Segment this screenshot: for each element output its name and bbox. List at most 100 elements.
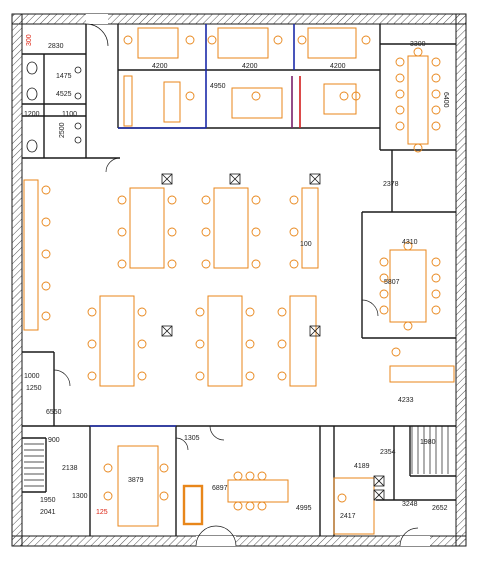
column-marker <box>309 173 321 185</box>
chair <box>195 307 205 317</box>
chair <box>297 35 307 45</box>
chair <box>117 195 127 205</box>
dim-1475: 1475 <box>56 73 72 80</box>
chair <box>87 307 97 317</box>
dim-125: 125 <box>96 509 108 516</box>
column-marker <box>229 173 241 185</box>
furniture <box>23 27 455 535</box>
chair <box>137 339 147 349</box>
dim-1200: 1200 <box>24 111 40 118</box>
column-marker <box>373 489 385 501</box>
chair <box>257 501 267 511</box>
chair <box>289 227 299 237</box>
dim-2830: 2830 <box>48 43 64 50</box>
chair <box>257 471 267 481</box>
dim-4525: 4525 <box>56 91 72 98</box>
chair <box>245 471 255 481</box>
chair <box>195 339 205 349</box>
dim-4200-c: 4200 <box>330 63 346 70</box>
dim-6550: 6550 <box>46 409 62 416</box>
chair <box>207 35 217 45</box>
chair <box>289 195 299 205</box>
chair <box>167 195 177 205</box>
dimension-labels: 300 2830 1475 4525 1200 1100 2500 4200 4… <box>24 34 449 520</box>
chair <box>379 273 389 283</box>
colored-partitions <box>90 24 301 427</box>
dim-2652: 2652 <box>432 505 448 512</box>
chair <box>277 371 287 381</box>
dim-4189: 4189 <box>354 463 370 470</box>
chair <box>185 35 195 45</box>
dim-1100: 1100 <box>62 111 77 118</box>
chair <box>413 143 423 153</box>
chair <box>379 257 389 267</box>
chair <box>251 91 261 101</box>
chair <box>41 249 51 259</box>
chair <box>431 289 441 299</box>
chair <box>87 371 97 381</box>
chair <box>431 121 441 131</box>
dim-4950: 4950 <box>210 83 226 90</box>
chair <box>431 273 441 283</box>
dim-2041: 2041 <box>40 509 56 516</box>
chair <box>251 195 261 205</box>
chair <box>117 227 127 237</box>
dim-5807: 5807 <box>384 279 400 286</box>
chair <box>41 311 51 321</box>
chair <box>103 491 113 501</box>
chair <box>403 321 413 331</box>
chair <box>201 227 211 237</box>
chair <box>233 501 243 511</box>
dim-2500: 2500 <box>59 122 66 138</box>
chair <box>395 105 405 115</box>
dim-4200-b: 4200 <box>242 63 258 70</box>
chair <box>87 339 97 349</box>
chair <box>245 307 255 317</box>
chair <box>431 305 441 315</box>
chair <box>185 91 195 101</box>
chair <box>233 471 243 481</box>
column-marker <box>373 475 385 487</box>
dim-300: 300 <box>26 34 33 46</box>
chair <box>413 47 423 57</box>
chair <box>289 259 299 269</box>
chair <box>117 259 127 269</box>
chair <box>395 73 405 83</box>
chair <box>395 89 405 99</box>
dim-4233: 4233 <box>398 397 414 404</box>
column-marker <box>309 325 321 337</box>
dim-2378: 2378 <box>383 181 399 188</box>
chair <box>159 491 169 501</box>
dim-4200-a: 4200 <box>152 63 168 70</box>
toilet-fixtures <box>26 61 82 153</box>
chair <box>201 195 211 205</box>
dim-100: 100 <box>300 241 312 248</box>
dim-1250: 1250 <box>26 385 42 392</box>
structural-columns <box>161 173 385 501</box>
chairs <box>41 35 441 511</box>
chair <box>137 371 147 381</box>
dim-4995: 4995 <box>296 505 312 512</box>
dim-3879: 3879 <box>128 477 144 484</box>
stairs-right <box>411 426 449 474</box>
chair <box>395 57 405 67</box>
dim-1300: 1300 <box>72 493 88 500</box>
chair <box>245 501 255 511</box>
dim-1000: 1000 <box>24 373 40 380</box>
dim-4310: 4310 <box>402 239 418 246</box>
dim-3248: 3248 <box>402 501 418 508</box>
chair <box>361 35 371 45</box>
chair <box>137 307 147 317</box>
chair <box>251 227 261 237</box>
dim-6400: 6400 <box>442 92 449 108</box>
chair <box>431 57 441 67</box>
chair <box>431 73 441 83</box>
chair <box>245 371 255 381</box>
dim-2354: 2354 <box>380 449 396 456</box>
chair <box>431 89 441 99</box>
exterior-walls <box>11 13 467 547</box>
chair <box>277 307 287 317</box>
chair <box>277 339 287 349</box>
chair <box>273 35 283 45</box>
